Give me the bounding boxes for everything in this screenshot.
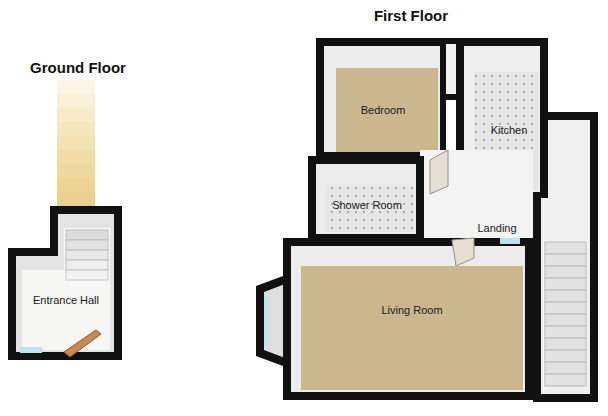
first-floor-walls	[256, 38, 598, 402]
room-name: Living Room	[381, 304, 442, 316]
room-name: Shower Room	[332, 199, 402, 211]
room-label: Entrance Hall	[30, 292, 102, 308]
room-name: Bedroom	[361, 104, 406, 116]
stairs	[57, 80, 95, 206]
room-name: Landing	[477, 222, 516, 234]
room-name: Kitchen	[491, 124, 528, 136]
room-label: Shower Room	[329, 197, 405, 213]
room-label: Landing	[474, 220, 519, 236]
room-label: Kitchen	[488, 122, 531, 138]
ground-floor-walls	[8, 206, 122, 360]
room-label: Bedroom	[358, 102, 409, 118]
floor-title: First Floor	[374, 7, 448, 24]
floor-title: Ground Floor	[30, 59, 126, 76]
room-name: Entrance Hall	[33, 294, 99, 306]
room-label: Living Room	[378, 302, 445, 318]
